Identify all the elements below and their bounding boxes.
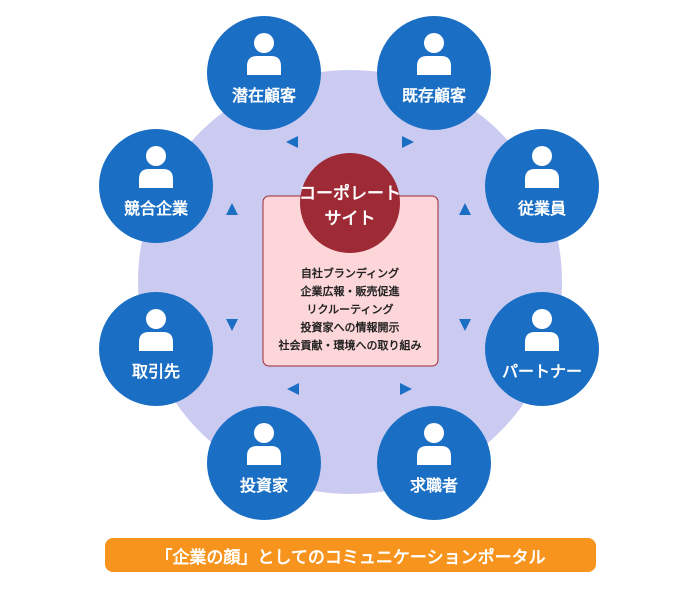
hub-title-line1: コーポレート: [299, 183, 401, 204]
arrow-down-icon: [226, 319, 238, 331]
arrow-up-icon: [459, 203, 471, 215]
person-icon: [417, 33, 451, 75]
node-label: 求職者: [410, 476, 458, 495]
arrow-right-icon: [402, 136, 414, 148]
person-icon: [139, 309, 173, 351]
person-icon: [417, 423, 451, 465]
stakeholder-node-partners: パートナー: [485, 292, 599, 406]
stakeholder-node-potential-customers: 潜在顧客: [207, 16, 321, 130]
node-label: パートナー: [502, 362, 582, 381]
node-label: 従業員: [517, 199, 566, 218]
stakeholder-node-job-seekers: 求職者: [377, 406, 491, 520]
service-item: 自社ブランディング: [301, 266, 399, 280]
person-icon: [525, 309, 559, 351]
arrow-right-icon: [400, 383, 412, 395]
arrow-down-icon: [459, 319, 471, 331]
hub-title-line2: サイト: [325, 209, 376, 229]
node-label: 潜在顧客: [232, 86, 297, 105]
service-item: リクルーティング: [306, 302, 393, 316]
node-label: 既存顧客: [402, 86, 467, 105]
person-icon: [247, 33, 281, 75]
arrow-left-icon: [287, 383, 299, 395]
arrow-left-icon: [286, 136, 298, 148]
service-item: 企業広報・販売促進: [300, 284, 401, 298]
service-item: 社会貢献・環境への取り組み: [278, 338, 422, 352]
corporate-site-hub: [300, 153, 400, 253]
node-label: 競合企業: [124, 199, 189, 218]
person-icon: [525, 146, 559, 188]
stakeholder-node-investors: 投資家: [207, 406, 321, 520]
stakeholder-node-employees: 従業員: [485, 129, 599, 243]
stakeholder-node-competitors: 競合企業: [99, 129, 213, 243]
stakeholder-node-business-partners: 取引先: [99, 292, 213, 406]
node-label: 投資家: [240, 476, 289, 495]
stakeholder-node-existing-customers: 既存顧客: [377, 16, 491, 130]
person-icon: [247, 423, 281, 465]
person-icon: [139, 146, 173, 188]
service-item: 投資家への情報開示: [301, 320, 400, 334]
arrow-up-icon: [226, 203, 238, 215]
portal-banner: 「企業の顔」としてのコミュニケーションポータル: [105, 538, 596, 572]
flow-arrows: [226, 136, 471, 395]
node-label: 取引先: [132, 362, 180, 381]
